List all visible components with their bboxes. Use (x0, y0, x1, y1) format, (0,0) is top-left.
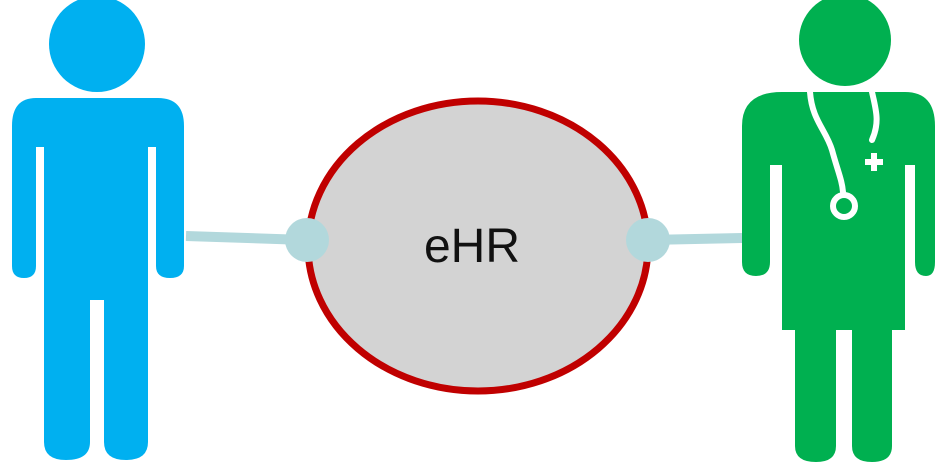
patient-body (12, 98, 184, 460)
doctor-with-stethoscope-icon (742, 0, 935, 462)
connector-dots (285, 218, 670, 262)
stethoscope-chestpiece (830, 192, 858, 220)
ehr-node: eHR (304, 97, 652, 395)
stethoscope-tube (869, 89, 880, 143)
doctor-body (742, 92, 935, 462)
patient-person-icon (12, 0, 184, 460)
doctor-head (799, 0, 891, 86)
medical-cross-icon (865, 153, 883, 171)
ehr-label: eHR (424, 220, 520, 273)
left-connector-dot (285, 218, 329, 262)
patient-head (49, 0, 145, 92)
stethoscope-icon (807, 89, 846, 195)
right-connector-dot (626, 218, 670, 262)
